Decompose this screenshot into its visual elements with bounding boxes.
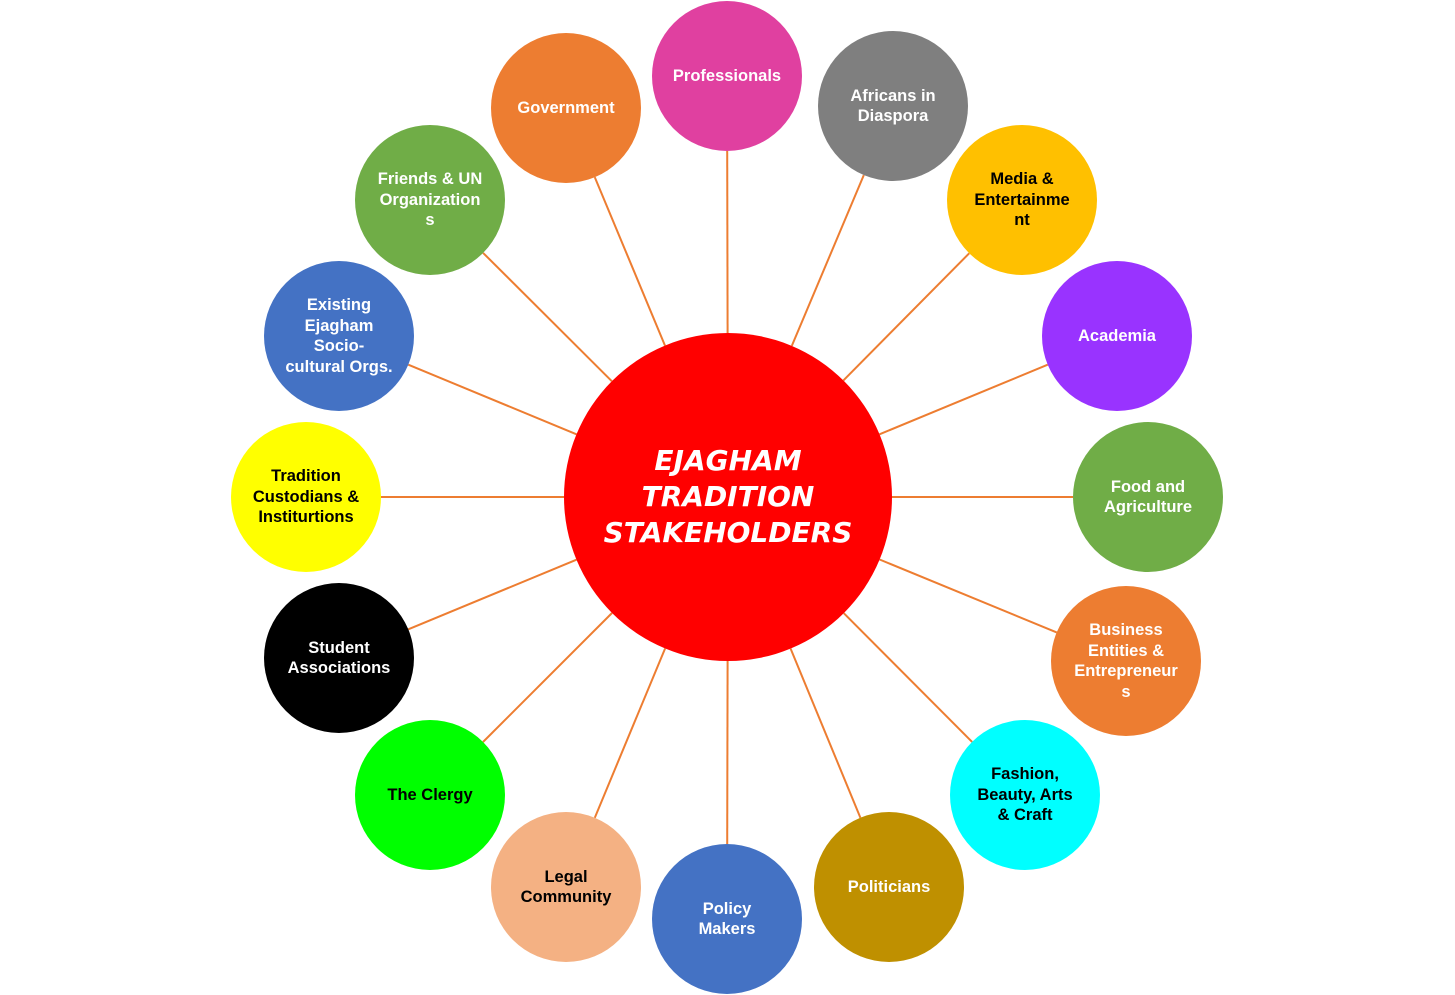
connector-existing-ejagham-orgs bbox=[407, 363, 577, 436]
stakeholder-label: Policy Makers bbox=[698, 899, 756, 939]
stakeholder-label: Fashion, Beauty, Arts & Craft bbox=[977, 765, 1073, 825]
stakeholder-student-associations: Student Associations bbox=[264, 583, 414, 733]
connector-friends-un-orgs bbox=[482, 252, 613, 382]
stakeholder-label: Tradition Custodians & Institurtions bbox=[252, 467, 360, 527]
connector-politicians bbox=[789, 648, 862, 819]
stakeholder-legal-community: Legal Community bbox=[491, 812, 641, 962]
stakeholder-label: Media & Entertainme nt bbox=[974, 170, 1070, 230]
stakeholder-africans-in-diaspora: Africans in Diaspora bbox=[818, 31, 968, 181]
connector-government bbox=[593, 176, 666, 346]
connector-the-clergy bbox=[482, 612, 613, 743]
connector-africans-in-diaspora bbox=[790, 174, 865, 347]
stakeholder-label: Student Associations bbox=[287, 638, 391, 678]
stakeholder-media-entertainment: Media & Entertainme nt bbox=[947, 125, 1097, 275]
stakeholder-label: Politicians bbox=[847, 877, 931, 896]
hub-title: EJAGHAM TRADITION STAKEHOLDERS bbox=[603, 444, 853, 549]
stakeholder-label: Africans in Diaspora bbox=[850, 86, 936, 126]
stakeholder-label: Academia bbox=[1078, 326, 1156, 345]
connector-student-associations bbox=[407, 558, 577, 631]
stakeholder-business-entities: Business Entities & Entrepreneur s bbox=[1051, 586, 1201, 736]
stakeholder-professionals: Professionals bbox=[652, 1, 802, 151]
stakeholder-existing-ejagham-orgs: Existing Ejagham Socio- cultural Orgs. bbox=[264, 261, 414, 411]
connector-academia bbox=[879, 363, 1049, 436]
connector-business-entities bbox=[879, 558, 1058, 634]
stakeholder-tradition-custodians: Tradition Custodians & Institurtions bbox=[231, 422, 381, 572]
stakeholder-government: Government bbox=[491, 33, 641, 183]
connector-legal-community bbox=[593, 648, 667, 819]
stakeholder-policy-makers: Policy Makers bbox=[652, 844, 802, 994]
connector-media-entertainment bbox=[842, 252, 970, 382]
stakeholder-label: Food and Agriculture bbox=[1103, 477, 1192, 517]
stakeholder-label: Existing Ejagham Socio- cultural Orgs. bbox=[285, 296, 393, 376]
stakeholder-the-clergy: The Clergy bbox=[355, 720, 505, 870]
stakeholder-label: Professionals bbox=[672, 66, 782, 85]
stakeholder-friends-un-orgs: Friends & UN Organization s bbox=[355, 125, 505, 275]
stakeholder-politicians: Politicians bbox=[814, 812, 964, 962]
stakeholder-label: Friends & UN Organization s bbox=[377, 170, 483, 230]
stakeholder-academia: Academia bbox=[1042, 261, 1192, 411]
stakeholder-label: Business Entities & Entrepreneur s bbox=[1074, 621, 1178, 701]
stakeholder-label: The Clergy bbox=[387, 785, 473, 804]
hub-circle: EJAGHAM TRADITION STAKEHOLDERS bbox=[564, 333, 892, 661]
stakeholder-fashion-beauty: Fashion, Beauty, Arts & Craft bbox=[950, 720, 1100, 870]
connector-fashion-beauty bbox=[843, 612, 973, 743]
stakeholder-label: Legal Community bbox=[520, 867, 612, 907]
stakeholder-food-agriculture: Food and Agriculture bbox=[1073, 422, 1223, 572]
stakeholder-label: Government bbox=[517, 98, 615, 117]
